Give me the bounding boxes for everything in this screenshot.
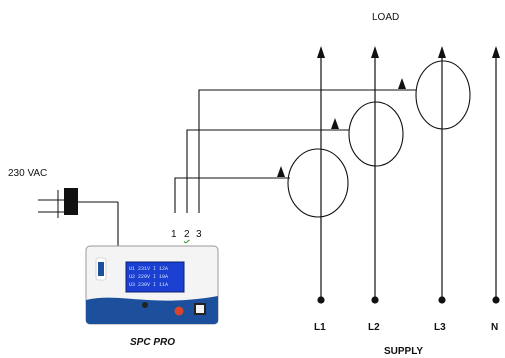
line-label-n: N	[491, 322, 499, 333]
terminal-dot-icon	[438, 296, 446, 304]
terminal-dot-icon	[371, 296, 379, 304]
supply-line-l1	[317, 46, 325, 304]
spc-pro-device: U1 231V I 12A U2 229V I 10A U3 230V I 11…	[85, 245, 219, 325]
device-name-label: SPC PRO	[130, 337, 176, 348]
current-transformer-l1	[287, 148, 349, 218]
arrow-up-icon	[371, 46, 379, 58]
arrow-up-icon	[331, 118, 339, 129]
arrow-up-icon	[277, 166, 285, 177]
current-transformer-l3	[415, 60, 471, 130]
svg-text:U1 231V I 12A: U1 231V I 12A	[129, 266, 168, 272]
terminal-dot-icon	[492, 296, 500, 304]
svg-text:U3 230V I 11A: U3 230V I 11A	[129, 282, 168, 288]
terminal-dot-icon	[317, 296, 325, 304]
arrow-up-icon	[438, 46, 446, 58]
supply-line-l3	[438, 46, 446, 304]
line-label-l2: L2	[368, 322, 380, 333]
ct-terminal-2: 2	[184, 229, 190, 240]
arrow-up-icon	[492, 46, 500, 58]
supply-line-n	[492, 46, 500, 304]
ct-terminal-1: 1	[171, 229, 177, 240]
supply-label: SUPPLY	[384, 346, 424, 357]
ct-wire-1	[174, 166, 290, 213]
line-label-l1: L1	[314, 322, 326, 333]
supply-line-l2	[371, 46, 379, 304]
ct-terminal-3: 3	[196, 229, 202, 240]
ct-wire-3	[198, 78, 416, 213]
arrow-up-icon	[398, 78, 406, 89]
line-label-l3: L3	[434, 322, 446, 333]
input-voltage-label: 230 VAC	[8, 168, 48, 179]
ct-wire-2	[186, 118, 349, 213]
load-label: LOAD	[372, 12, 400, 23]
current-transformer-l2	[348, 101, 404, 167]
svg-text:U2 229V I 10A: U2 229V I 10A	[129, 274, 168, 280]
plug-icon	[38, 188, 119, 246]
arrow-up-icon	[317, 46, 325, 58]
